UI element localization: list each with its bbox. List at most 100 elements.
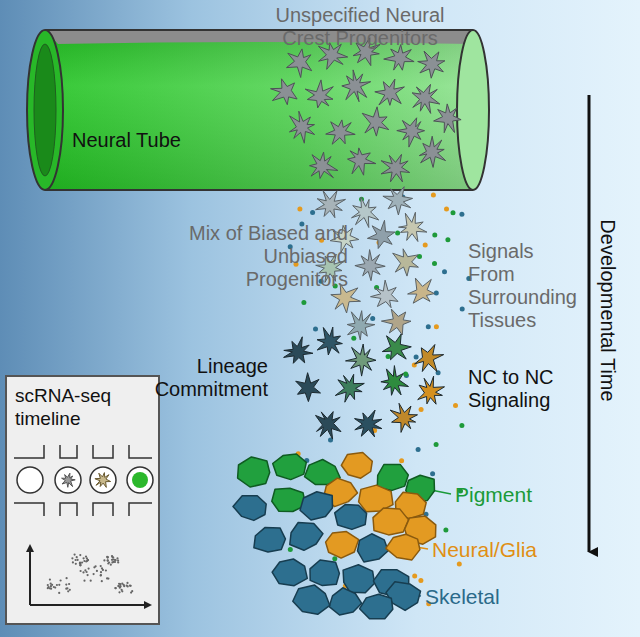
signal-dot [313, 326, 318, 331]
cell [408, 278, 435, 303]
committed-cell [341, 453, 372, 479]
signal-dot [423, 243, 428, 248]
cell [287, 49, 312, 78]
scatter-dot [71, 557, 73, 559]
signal-dot [419, 407, 424, 412]
cell [375, 79, 405, 105]
cell [381, 309, 411, 335]
scatter-dot [96, 570, 98, 572]
cell [284, 337, 313, 364]
committed-cell [233, 496, 266, 521]
scatter-dot [79, 564, 81, 566]
scatter-dot [102, 569, 104, 571]
inset-box: scRNA-seq timeline [5, 375, 160, 625]
signal-dot [430, 471, 435, 476]
scatter-dot [113, 561, 115, 563]
scatter-dot [80, 570, 82, 572]
signal-dot [460, 307, 465, 312]
signal-dot [386, 354, 391, 359]
scatter-dot [66, 587, 68, 589]
scatter-dot [107, 562, 109, 564]
cell [390, 403, 417, 432]
scatter-dot [58, 584, 60, 586]
committed-cell [273, 454, 307, 480]
cell [418, 51, 445, 78]
cell [355, 250, 385, 281]
scatter-dot [108, 561, 110, 563]
signal-dot [412, 574, 417, 579]
scatter-dot [107, 559, 109, 561]
signal-dot [432, 233, 437, 238]
cell [310, 152, 338, 178]
committed-cell [335, 505, 367, 530]
scatter-dot [49, 579, 51, 581]
signal-label: Signals From Surrounding Tissues [468, 240, 580, 332]
cell [419, 136, 445, 167]
cell [367, 220, 395, 248]
cell [399, 212, 427, 241]
scatter-dot [83, 557, 85, 559]
signal-dot [288, 547, 293, 552]
cell [393, 249, 419, 276]
committed-cell [358, 534, 389, 562]
stage-circle [55, 467, 81, 493]
cell [305, 80, 333, 108]
committed-cell [326, 532, 359, 559]
stage-circle [90, 467, 116, 493]
scatter-dot [82, 571, 84, 573]
scatter-dot [66, 577, 68, 579]
scatter-dot [115, 587, 117, 589]
scatter-dot [107, 560, 109, 562]
neural-tube [27, 30, 489, 190]
signal-dot [418, 578, 423, 583]
cell [397, 118, 425, 147]
scatter-dot [69, 589, 71, 591]
node-text: scRNA-seq timeline [15, 384, 150, 430]
cell [381, 366, 409, 396]
cell [412, 84, 440, 113]
committed-cell [373, 508, 409, 535]
cell [383, 187, 413, 215]
scatter-dot [115, 559, 117, 561]
cell [289, 111, 314, 143]
committed-cell [310, 560, 339, 586]
cell [355, 410, 382, 437]
cell [418, 376, 445, 404]
stage-circle [127, 467, 153, 493]
scatter-dot [121, 589, 123, 591]
scatter-dot [50, 585, 52, 587]
progenitor-label: Mix of Biased and Unbiased Progenitors [178, 222, 348, 291]
scatter-dot [116, 557, 118, 559]
node-text: Neural Tube [72, 128, 482, 152]
time-arrow [588, 95, 591, 552]
scatter-dot [48, 586, 50, 588]
committed-cell [386, 534, 420, 560]
scatter-dot [117, 561, 119, 563]
cell [362, 107, 389, 136]
scatter-dot [111, 556, 113, 558]
scatter-dot [47, 584, 49, 586]
scatter-dot [103, 559, 105, 561]
signal-dot [453, 403, 458, 408]
scatter-dot [114, 587, 116, 589]
road-lines [14, 445, 152, 516]
cell [317, 327, 342, 355]
cell [434, 104, 462, 133]
stage-circle [17, 467, 43, 493]
signal-dot [414, 354, 419, 359]
scatter-dot [79, 554, 81, 556]
signal-dot [442, 269, 447, 274]
scatter-dot [118, 591, 120, 593]
signal-dot [445, 237, 450, 242]
signal-dot [301, 300, 306, 305]
committed-cell [329, 588, 362, 615]
scatter-dot [75, 559, 77, 561]
scatter-dot [114, 559, 116, 561]
tube-node: Neural Tube [42, 28, 482, 193]
scatter-dot [110, 564, 112, 566]
scatter-dot [111, 559, 113, 561]
signal-dot [332, 556, 337, 561]
cell [348, 148, 376, 175]
scatter-dot [119, 585, 121, 587]
